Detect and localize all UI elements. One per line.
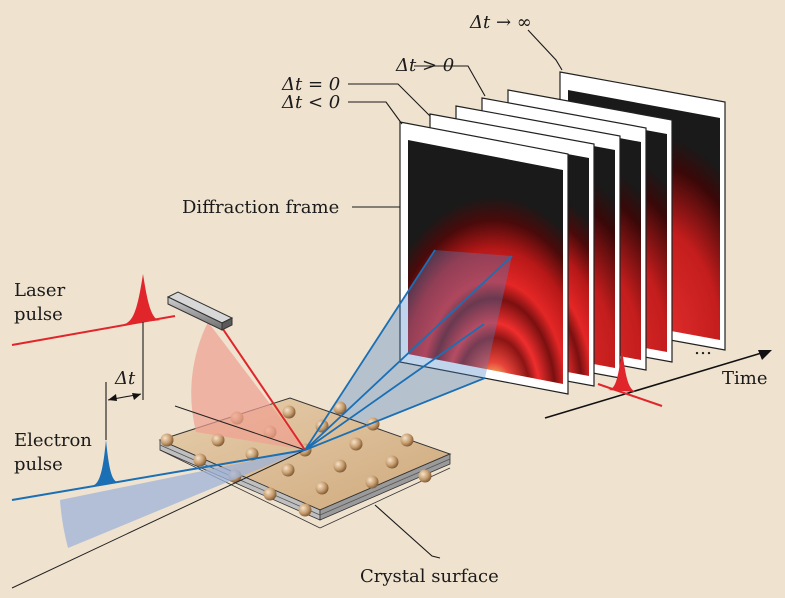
leader-dt-zero xyxy=(348,83,431,117)
atom xyxy=(282,405,296,419)
label-laser-line1: Laser xyxy=(14,280,66,301)
leader-crystal-surface xyxy=(374,504,441,559)
atom xyxy=(349,437,363,451)
frames-ellipsis: … xyxy=(694,338,712,359)
atom xyxy=(281,463,295,477)
label-dt-positive: Δt > 0 xyxy=(395,55,454,76)
atom xyxy=(315,481,329,495)
label-dt-negative: Δt < 0 xyxy=(281,92,340,113)
laser-beam xyxy=(11,274,306,451)
scattered-electron-rays xyxy=(304,249,513,451)
atom xyxy=(193,453,207,467)
atom xyxy=(333,459,347,473)
electron-reference-line xyxy=(11,449,306,589)
leader-dt-positive xyxy=(414,65,486,97)
time-axis-label: Time xyxy=(722,368,767,389)
delay-marker xyxy=(105,322,144,440)
label-crystal-surface: Crystal surface xyxy=(360,566,499,587)
atom xyxy=(418,469,432,483)
label-delay: Δt xyxy=(114,368,136,389)
atom xyxy=(333,401,347,415)
electron-angle-wedge xyxy=(60,450,305,548)
electron-beam xyxy=(11,440,306,501)
label-diffraction-frame: Diffraction frame xyxy=(182,197,339,218)
time-axis-laser-marker xyxy=(597,350,663,407)
atom xyxy=(400,433,414,447)
atom xyxy=(245,447,259,461)
atom xyxy=(263,487,277,501)
laser-pulse-shape xyxy=(124,274,162,324)
label-dt-zero: Δt = 0 xyxy=(281,74,340,95)
atom xyxy=(365,475,379,489)
diffraction-frame-stack xyxy=(399,71,726,395)
atom xyxy=(160,433,174,447)
label-laser-line2: pulse xyxy=(14,304,63,325)
label-dt-infinity: Δt → ∞ xyxy=(469,12,532,33)
diffraction-pattern xyxy=(408,140,563,384)
atom xyxy=(298,503,312,517)
electron-pulse-shape xyxy=(92,440,120,486)
scattered-beam-cone xyxy=(305,250,512,450)
atom xyxy=(385,455,399,469)
surface-reference-line xyxy=(174,405,306,451)
leader-dt-infinity xyxy=(527,29,563,71)
laser-angle-wedge xyxy=(191,322,305,450)
mirror xyxy=(166,291,234,331)
time-axis xyxy=(544,350,772,419)
label-electron-line2: pulse xyxy=(14,454,63,475)
leader-dt-negative xyxy=(348,101,403,125)
atom xyxy=(211,433,225,447)
label-electron-line1: Electron xyxy=(14,430,92,451)
diffraction-frame-front xyxy=(399,121,569,395)
